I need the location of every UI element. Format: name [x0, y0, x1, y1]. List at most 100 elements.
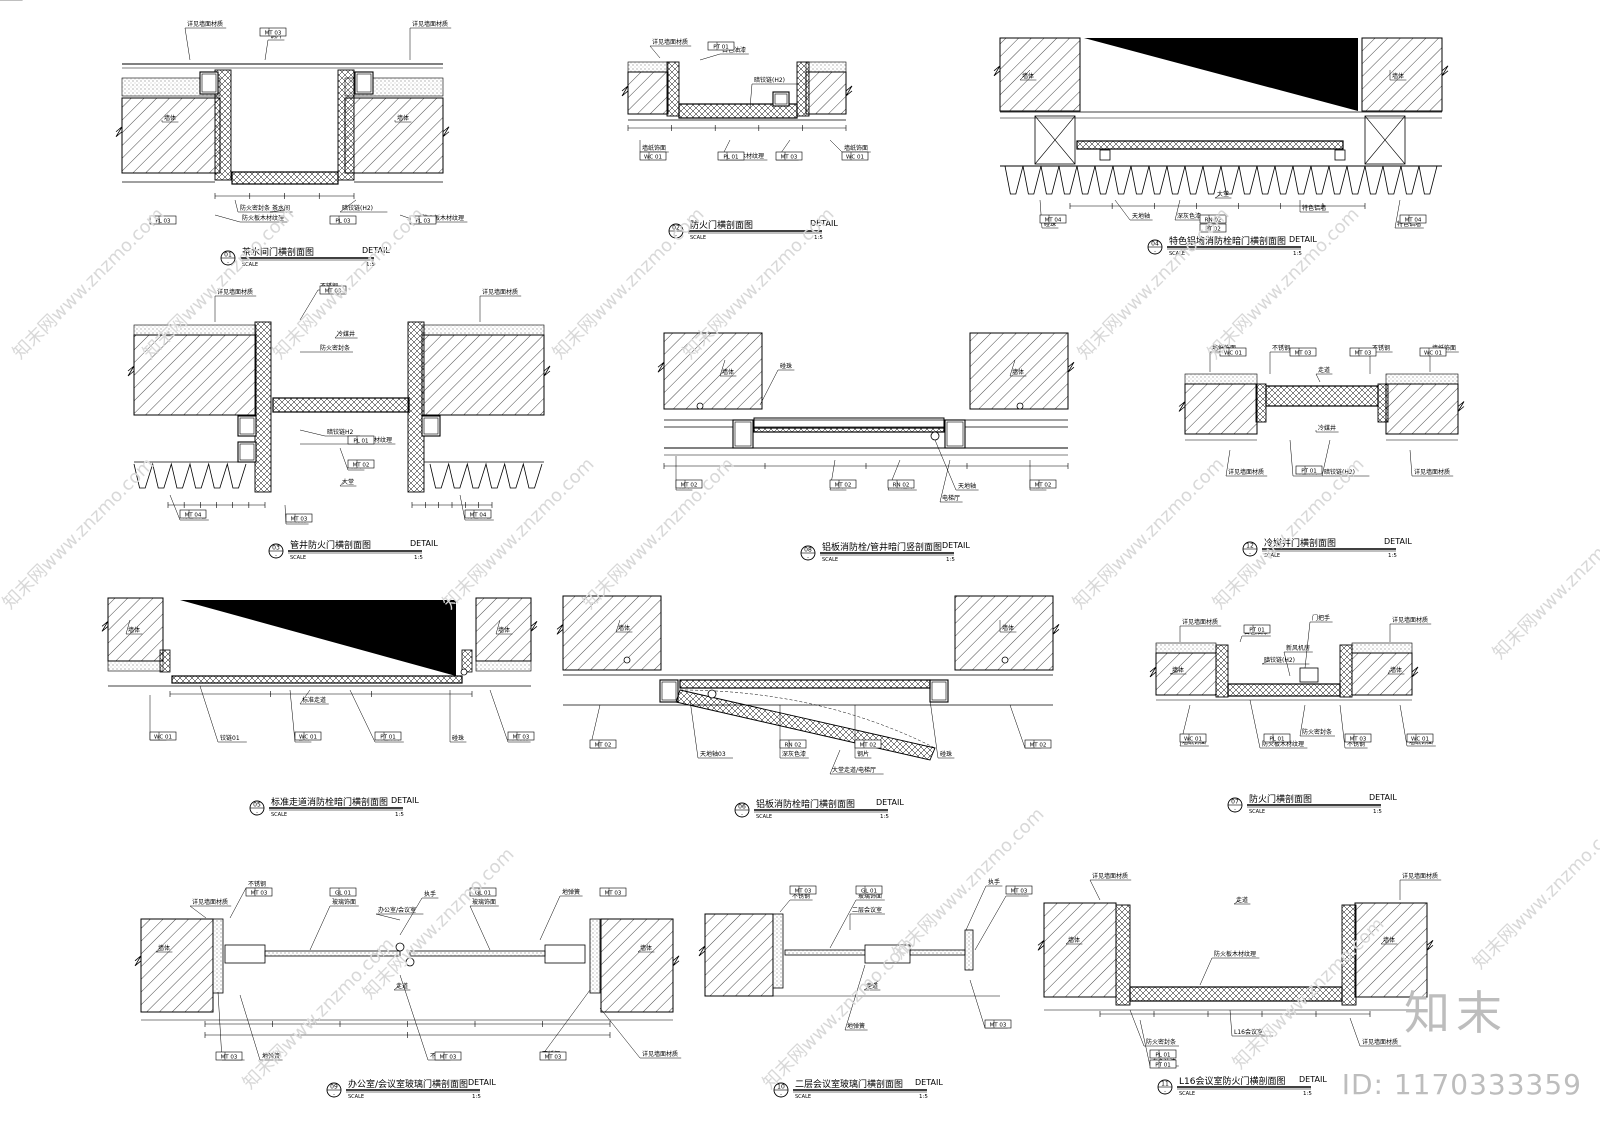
door-frame — [237, 441, 257, 463]
leader-line — [1394, 199, 1401, 229]
note-text: 铰链01 — [220, 734, 240, 742]
note-text: 详见墙面材质 — [1414, 468, 1450, 476]
wall-block — [600, 918, 674, 1013]
detail-title: 冷媒井门横剖面图 — [1264, 537, 1336, 549]
material-tag-text: MT 02 — [835, 483, 852, 489]
note-text: 大堂 — [1217, 190, 1229, 198]
leader-line — [459, 494, 466, 521]
leader-line — [269, 209, 286, 213]
material-tag-text: PT 01 — [380, 735, 395, 741]
door-frame — [421, 415, 441, 437]
stainless-jamb — [212, 918, 224, 994]
fire-board-jamb — [666, 61, 680, 117]
note-text: 墙体 — [1392, 72, 1404, 80]
material-tag — [675, 479, 703, 489]
note-text: 走道 — [1318, 366, 1330, 374]
leader-line — [844, 964, 866, 1031]
wall-block — [969, 332, 1069, 410]
note-text: 不锈钢 — [1347, 740, 1365, 748]
material-tag — [179, 509, 207, 519]
leader-line — [969, 979, 986, 1029]
leader-line — [929, 699, 939, 759]
note-text: 详见墙面材质 — [217, 288, 253, 296]
note-text: 详见墙面材质 — [1362, 1038, 1398, 1046]
leader-line — [1089, 879, 1101, 901]
note-text: 二层会议室 — [852, 906, 882, 914]
note-text: 墙体 — [618, 624, 630, 632]
material-tag-text: PT 01 — [713, 45, 728, 51]
note-text: 天地轴 — [958, 482, 976, 490]
door-frame-inner — [931, 681, 947, 701]
fire-board-jamb — [254, 321, 272, 493]
leader-line — [1387, 669, 1391, 675]
leader-line — [334, 331, 341, 339]
note-text: 电梯厅 — [942, 494, 960, 502]
leader-line — [863, 979, 881, 991]
leader-line — [1169, 669, 1181, 675]
door-frame-inner — [239, 443, 255, 461]
material-tag-text: PL 03 — [155, 219, 171, 225]
leader-line — [349, 689, 376, 743]
leader-line — [214, 214, 241, 223]
note-text: 不锈钢 — [248, 880, 266, 888]
door-frame-inner — [946, 421, 964, 447]
note-text: 防火密封条 — [1146, 1038, 1176, 1046]
door-leaf-outline — [679, 679, 931, 689]
material-tag-text: MT 02 — [1035, 483, 1052, 489]
material-tag — [1199, 223, 1227, 233]
fire-board-jamb — [1255, 383, 1267, 423]
detail-title: L16会议室防火门横剖面图 — [1179, 1075, 1285, 1087]
note-text: 防火密封条 — [1302, 728, 1332, 736]
detail-sheet: - — [275, 553, 277, 559]
note-text: 墙体 — [1022, 72, 1034, 80]
break-symbol — [1411, 666, 1419, 678]
door-frame-inner — [423, 417, 439, 435]
leader-line — [599, 1007, 641, 1059]
note-text: 详见墙面材质 — [192, 898, 228, 906]
note-text: 玻璃饰面 — [472, 898, 496, 906]
note-text: 详见墙面材质 — [1092, 872, 1128, 880]
detail-title: 茶水间门横剖面图 — [242, 246, 314, 258]
frame-jamb — [159, 649, 171, 673]
material-tag-text: RN 02 — [785, 743, 802, 749]
floor-spring — [544, 944, 586, 964]
anchor-bolt — [696, 402, 704, 410]
door-frame — [732, 419, 754, 449]
note-text: 玻璃饰面 — [332, 898, 356, 906]
note-text: 天地轴03 — [700, 750, 726, 758]
material-tag — [775, 151, 803, 161]
note-text: 碰珠 — [940, 750, 952, 758]
material-tag — [841, 151, 869, 161]
note-text: 详见墙面材质 — [187, 20, 223, 28]
wall-block — [421, 334, 545, 416]
wall-block — [627, 71, 669, 115]
detail-title: 防火门横剖面图 — [1249, 793, 1312, 805]
material-tag — [464, 509, 492, 519]
door-frame-inner — [201, 73, 217, 93]
door-leaf-outline — [171, 675, 463, 684]
scale-value: 1:5 — [814, 235, 823, 241]
material-tag-text: MT 02 — [595, 743, 612, 749]
break-symbol — [657, 361, 665, 373]
material-tag — [855, 885, 883, 895]
material-tag — [469, 887, 497, 897]
fire-board-jamb — [1215, 644, 1229, 698]
leader-line — [1339, 704, 1346, 749]
detail-title: 标准走道消防栓暗门横剖面图 — [271, 796, 388, 808]
break-symbol — [543, 365, 551, 377]
note-text: L16会议室 — [1234, 1028, 1263, 1036]
leader-line — [939, 459, 951, 503]
material-tag — [434, 1051, 462, 1061]
leader-line — [189, 905, 207, 919]
detail-label: DETAIL — [1299, 1075, 1327, 1084]
leader-line — [649, 45, 661, 59]
detail-label: DETAIL — [391, 796, 419, 805]
note-text: 不锈钢 — [1272, 344, 1290, 352]
break-symbol — [1149, 666, 1157, 678]
anchor-bolt — [1016, 402, 1024, 410]
material-tag — [409, 215, 437, 225]
material-tag — [329, 887, 357, 897]
leader-line — [1174, 199, 1181, 221]
handle-knob — [405, 957, 415, 967]
material-tag-text: PT 01 — [1155, 1063, 1170, 1069]
